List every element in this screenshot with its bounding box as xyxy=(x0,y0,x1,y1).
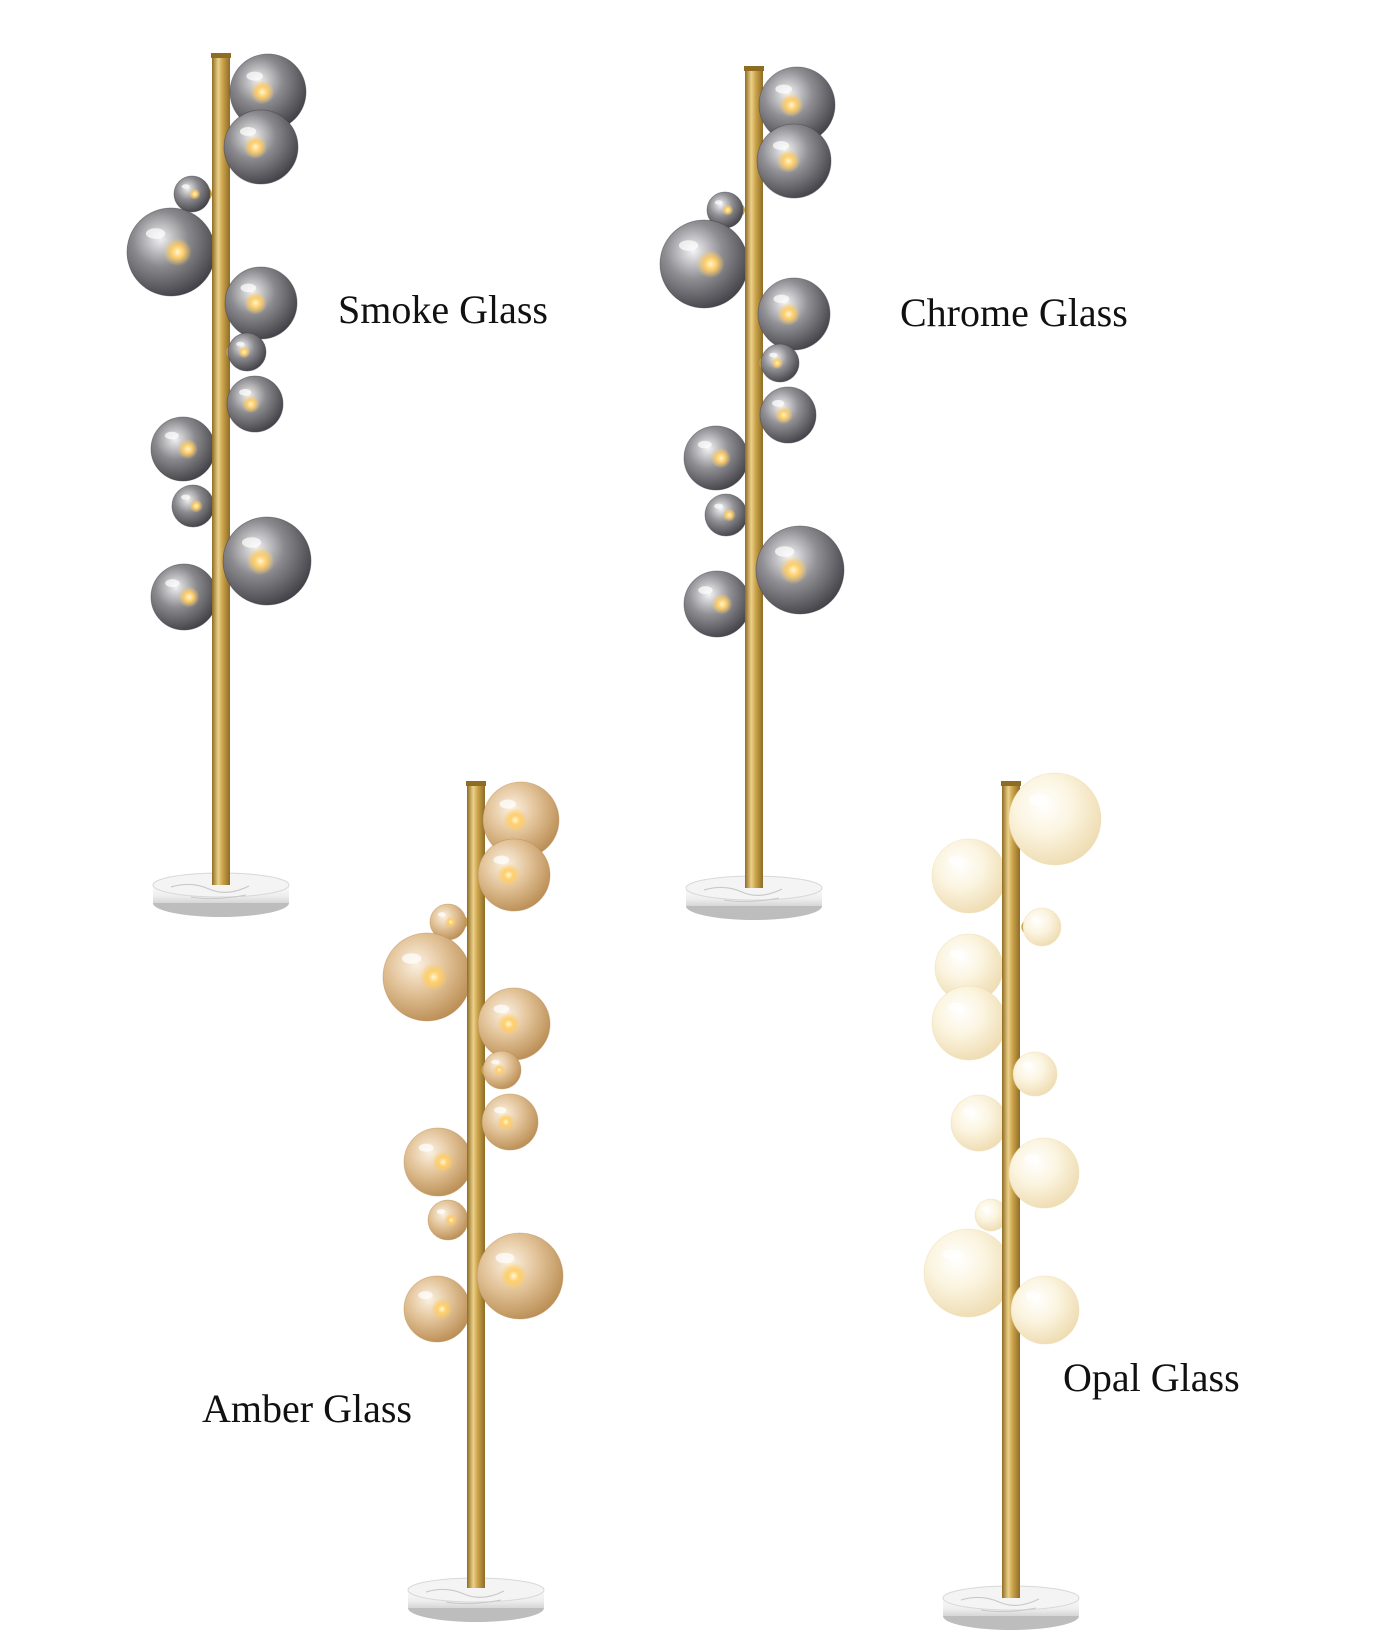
glass-globe xyxy=(224,266,298,340)
glass-globe xyxy=(482,781,560,859)
opal-glass-label: Opal Glass xyxy=(1063,1355,1240,1400)
marble-base xyxy=(407,1577,545,1622)
glass-globe xyxy=(222,516,312,606)
glass-globe xyxy=(229,53,307,131)
glass-globe xyxy=(950,1094,1008,1152)
glass-globe xyxy=(1008,772,1102,866)
glass-globe xyxy=(1010,1275,1080,1345)
glass-globe xyxy=(403,1275,471,1343)
glass-globe xyxy=(403,1127,473,1197)
glass-globe xyxy=(173,175,212,213)
glass-globe xyxy=(1012,1051,1058,1097)
glass-globe xyxy=(757,277,831,351)
glass-globe xyxy=(1008,1137,1080,1209)
glass-globe xyxy=(704,493,749,537)
glass-globe xyxy=(150,563,218,631)
marble-base xyxy=(685,875,823,920)
lamp-opal xyxy=(923,772,1102,1630)
lamp-chrome xyxy=(659,66,845,920)
lamp-amber xyxy=(382,781,564,1622)
smoke-glass-label: Smoke Glass xyxy=(338,287,548,332)
marble-base xyxy=(152,872,290,917)
glass-globe xyxy=(755,525,845,615)
glass-globe xyxy=(171,484,216,528)
glass-globe xyxy=(223,109,299,185)
chrome-glass-label: Chrome Glass xyxy=(900,290,1128,335)
glass-globe xyxy=(759,343,800,383)
glass-globe xyxy=(429,903,468,941)
glass-globe xyxy=(758,66,836,144)
glass-globe xyxy=(934,933,1004,1003)
glass-globe xyxy=(931,838,1007,914)
glass-globe xyxy=(477,838,551,912)
glass-globe xyxy=(126,207,216,297)
lamp-smoke xyxy=(126,53,312,917)
glass-globe xyxy=(382,932,472,1022)
glass-globe xyxy=(923,1228,1013,1318)
glass-globe xyxy=(476,1232,564,1320)
brass-pole xyxy=(467,783,485,1588)
glass-globe xyxy=(1021,907,1062,947)
glass-globe xyxy=(756,123,832,199)
glass-globe xyxy=(683,425,749,491)
glass-globe xyxy=(150,416,216,482)
glass-globe xyxy=(226,332,267,372)
glass-globe xyxy=(659,219,749,309)
glass-globe xyxy=(931,985,1007,1061)
brass-pole xyxy=(212,55,230,885)
glass-globe xyxy=(759,386,817,444)
glass-globe xyxy=(706,191,745,229)
glass-globe xyxy=(481,1093,539,1151)
glass-globe xyxy=(481,1050,522,1090)
glass-globe xyxy=(477,987,551,1061)
glass-globe xyxy=(226,375,284,433)
glass-globe xyxy=(427,1199,470,1241)
glass-globe xyxy=(683,570,751,638)
brass-pole xyxy=(1002,783,1020,1598)
amber-glass-label: Amber Glass xyxy=(202,1386,412,1431)
brass-pole xyxy=(745,68,763,888)
